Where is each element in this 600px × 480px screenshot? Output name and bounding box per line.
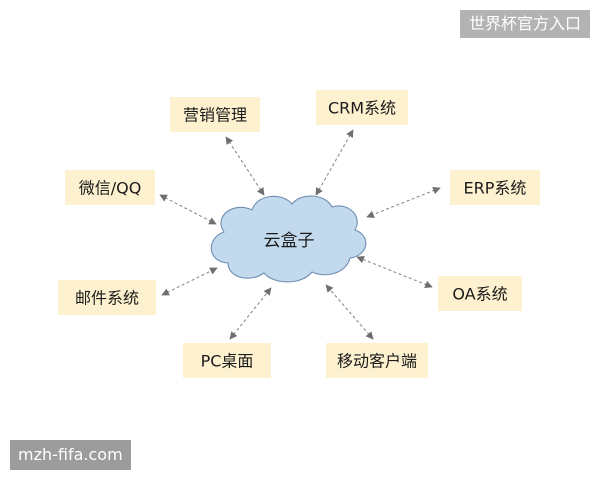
cloud: 云盒子 (210, 195, 367, 283)
node-box (438, 276, 522, 311)
arrow-mail (161, 267, 218, 296)
arrow-pc (229, 287, 272, 340)
watermark: mzh-fifa.com (10, 440, 131, 470)
node-oa: OA系统 (438, 276, 522, 311)
node-box (65, 170, 155, 205)
node-crm: CRM系统 (316, 90, 408, 125)
node-label: OA系统 (452, 285, 507, 304)
node-erp: ERP系统 (450, 170, 540, 205)
cloud-shape (210, 195, 367, 283)
node-box (326, 343, 428, 378)
node-pc: PC桌面 (183, 343, 271, 378)
node-box (450, 170, 540, 205)
arrow-erp (366, 186, 441, 219)
arrow-mobile (325, 284, 374, 340)
center-label: 云盒子 (264, 231, 315, 251)
node-marketing: 营销管理 (170, 97, 260, 132)
node-box (183, 343, 271, 378)
node-label: 营销管理 (183, 106, 247, 125)
node-label: ERP系统 (464, 179, 527, 198)
arrow-oa (356, 255, 433, 289)
node-mail: 邮件系统 (58, 280, 156, 315)
node-label: CRM系统 (328, 99, 396, 118)
arrow-crm (315, 129, 354, 196)
node-label: 微信/QQ (79, 179, 142, 198)
node-label: 移动客户端 (337, 352, 417, 371)
node-box (58, 280, 156, 315)
arrow-wechat-qq (159, 194, 217, 225)
node-label: PC桌面 (201, 352, 254, 371)
arrow-marketing (225, 136, 265, 196)
node-label: 邮件系统 (75, 289, 139, 308)
edges-group (159, 129, 441, 340)
node-wechat-qq: 微信/QQ (65, 170, 155, 205)
node-box (316, 90, 408, 125)
node-mobile: 移动客户端 (326, 343, 428, 378)
node-box (170, 97, 260, 132)
top-right-banner: 世界杯官方入口 (459, 10, 590, 38)
